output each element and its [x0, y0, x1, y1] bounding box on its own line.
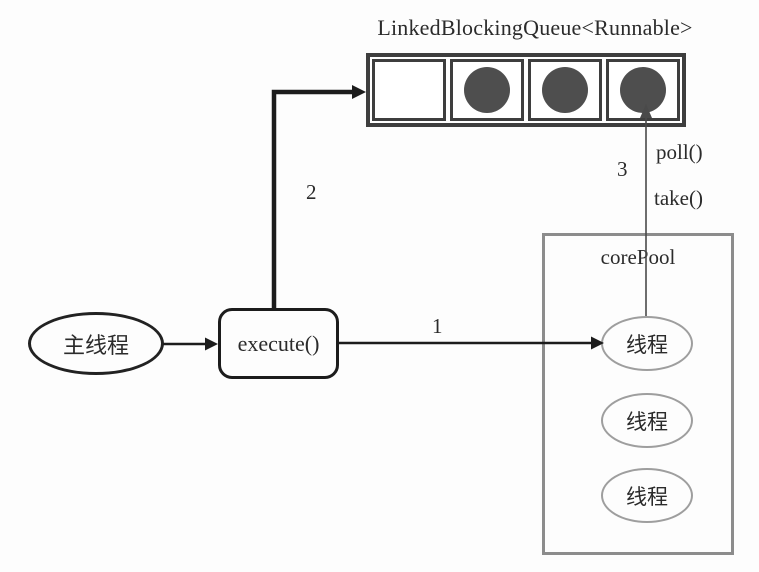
- task-circle: [464, 67, 510, 113]
- thread-node: 线程: [601, 393, 693, 448]
- queue-cell: [606, 59, 680, 121]
- thread-label: 线程: [626, 409, 668, 434]
- main-thread-label: 主线程: [62, 332, 129, 358]
- thread-label: 线程: [626, 484, 668, 509]
- core-pool-label: corePool: [600, 245, 676, 269]
- edge-label-step-1: 1: [432, 314, 443, 338]
- edge-label-step-2: 2: [306, 180, 317, 204]
- execute-label: execute(): [237, 330, 320, 356]
- execute-node: execute(): [218, 308, 339, 379]
- queue-title: LinkedBlockingQueue<Runnable>: [377, 15, 693, 40]
- queue-box: [366, 53, 686, 127]
- queue-cell: [528, 59, 602, 121]
- edge-label-take: take(): [654, 186, 703, 210]
- thread-node: 线程: [601, 316, 693, 371]
- thread-node: 线程: [601, 468, 693, 523]
- arrow-execute-to-queue: [271, 85, 366, 309]
- task-circle: [620, 67, 666, 113]
- task-circle: [542, 67, 588, 113]
- queue-cell: [450, 59, 524, 121]
- core-pool-box: corePool 线程线程线程: [542, 233, 734, 555]
- queue-cell: [372, 59, 446, 121]
- arrow-main-to-execute: [163, 337, 218, 351]
- main-thread-node: 主线程: [28, 312, 164, 375]
- edge-label-step-3: 3: [617, 157, 628, 181]
- edge-label-poll: poll(): [656, 140, 703, 164]
- thread-label: 线程: [626, 332, 668, 357]
